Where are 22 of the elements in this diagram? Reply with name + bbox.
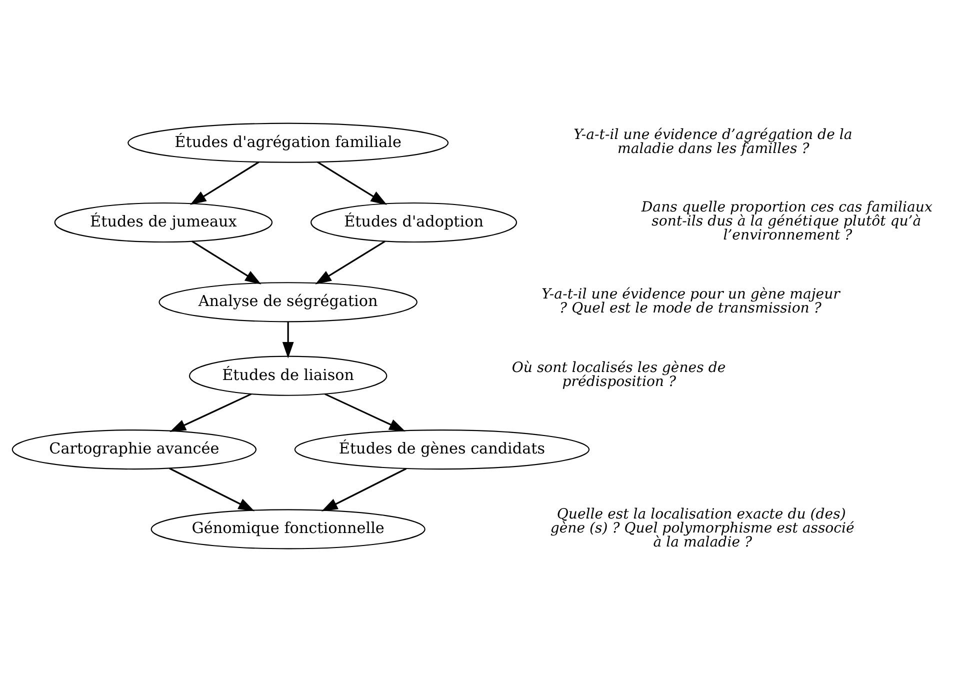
node-ellipse: Études d'agrégation familiale [128, 122, 449, 163]
node-ellipse: Cartographie avancée [12, 430, 257, 470]
arrow [317, 161, 388, 205]
arrow [315, 240, 386, 284]
arrow [192, 240, 262, 284]
label: Y-a-t-il une évidence d’agrégation de la maladie dans les familles ? [574, 126, 852, 158]
node-ellipse: Génomique fonctionnelle [150, 509, 426, 550]
arrow [321, 468, 407, 512]
node-ellipse: Études de gènes candidats [294, 430, 590, 470]
arrow [169, 468, 255, 512]
arrow [190, 161, 260, 205]
label: Quelle est la localisation exacte du (des) gène (s) ? Quel polymorphisme est associé à la maladie ? [550, 506, 854, 550]
arrow [282, 322, 294, 358]
arrow [170, 393, 252, 432]
label: Dans quelle proportion ces cas familiaux sont-ils dus à la génétique plutôt qu’à l’environnement ? [641, 200, 932, 244]
node-ellipse: Études de liaison [188, 356, 388, 396]
arrow [324, 393, 406, 432]
label: Y-a-t-il une évidence pour un gène majeur ? Quel est le mode de transmission ? [542, 286, 840, 316]
node-ellipse: Analyse de ségrégation [158, 282, 418, 322]
node-ellipse: Études d'adoption [310, 202, 518, 243]
label: Où sont localisés les gènes de prédisposition ? [512, 360, 726, 390]
node-ellipse: Études de jumeaux [54, 202, 273, 243]
